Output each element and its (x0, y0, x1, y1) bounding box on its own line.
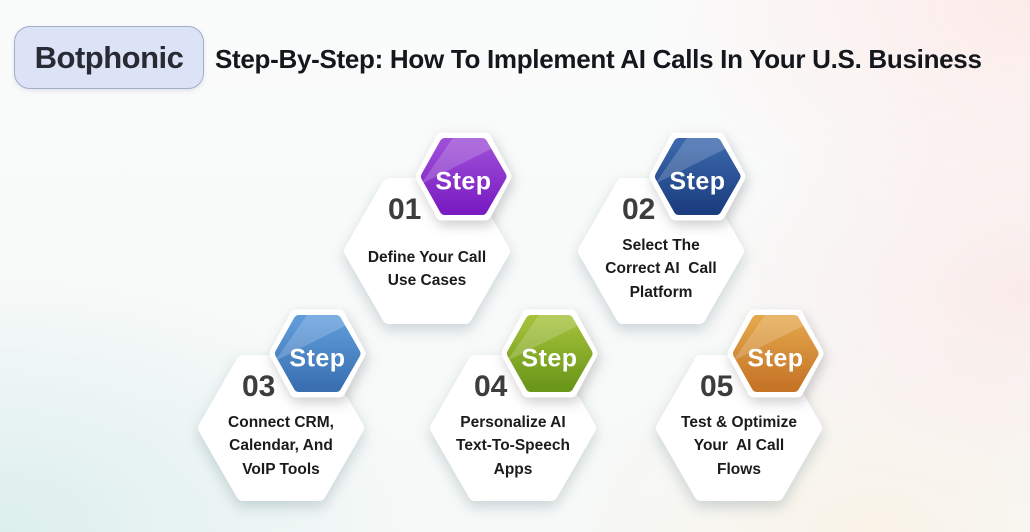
step-content: 05 Test & Optimize Your AI Call Flows (656, 355, 822, 501)
step-badge: Step (727, 309, 824, 398)
step-number: 04 (474, 370, 508, 403)
badge-sheen (275, 313, 361, 361)
step-label-line: Platform (629, 283, 693, 301)
step-group-03: 03 Connect CRM, Calendar, And VoIP Tools… (198, 309, 366, 501)
badge-shape (421, 138, 507, 215)
step-group-02: 02 Select The Correct AI Call Platform S… (578, 132, 746, 324)
step-label: Select The Correct AI Call Platform (586, 230, 736, 308)
step-group-04: 04 Personalize AI Text-To-Speech Apps St… (430, 309, 598, 501)
step-number: 01 (388, 193, 422, 226)
step-label-line: Apps (493, 460, 533, 478)
badge-shape (275, 315, 361, 392)
step-label-line: Text-To-Speech (456, 437, 570, 455)
badge-sheen (655, 136, 741, 184)
step-content: 04 Personalize AI Text-To-Speech Apps (430, 355, 596, 501)
step-label-line: Connect CRM, (228, 413, 334, 431)
step-label-line: Personalize AI (460, 413, 566, 431)
step-number: 03 (242, 370, 276, 403)
step-label-line: Test & Optimize (681, 413, 797, 431)
step-badge: Step (415, 132, 512, 221)
step-label: Personalize AI Text-To-Speech Apps (438, 407, 588, 485)
step-label-line: Correct AI Call (605, 260, 717, 278)
badge-sheen (421, 136, 507, 184)
badge-shape (655, 138, 741, 215)
logo-text: Botphonic (34, 39, 184, 75)
step-label-line: VoIP Tools (242, 460, 320, 478)
badge-label: Step (747, 345, 803, 373)
step-content: 02 Select The Correct AI Call Platform (578, 178, 744, 324)
logo-box: Botphonic (14, 26, 204, 89)
page-title: Step-By-Step: How To Implement AI Calls … (215, 44, 982, 74)
step-label: Connect CRM, Calendar, And VoIP Tools (206, 407, 356, 485)
step-badge: Step (649, 132, 746, 221)
step-number: 05 (700, 370, 734, 403)
step-label-line: Your AI Call (693, 437, 785, 455)
step-label-line: Use Cases (387, 272, 467, 289)
step-label-line: Select The (622, 236, 700, 254)
badge-sheen (733, 313, 819, 361)
step-label-line: Flows (717, 460, 761, 478)
badge-sheen (507, 313, 593, 361)
badge-label: Step (669, 168, 725, 196)
badge-label: Step (435, 168, 491, 196)
badge-shape (507, 315, 593, 392)
step-badge: Step (269, 309, 366, 398)
step-number: 02 (622, 193, 656, 226)
step-label-line: Calendar, And (229, 437, 333, 455)
badge-shape (733, 315, 819, 392)
step-group-05: 05 Test & Optimize Your AI Call Flows St… (656, 309, 824, 501)
badge-label: Step (521, 345, 577, 373)
step-label: Define Your Call Use Cases (352, 230, 502, 308)
step-group-01: 01 Define Your Call Use Cases Step (344, 132, 512, 324)
step-label-line: Define Your Call (367, 248, 487, 266)
step-label: Test & Optimize Your AI Call Flows (664, 407, 814, 485)
step-content: 03 Connect CRM, Calendar, And VoIP Tools (198, 355, 364, 501)
step-badge: Step (501, 309, 598, 398)
badge-label: Step (289, 345, 345, 373)
step-content: 01 Define Your Call Use Cases (344, 178, 510, 324)
